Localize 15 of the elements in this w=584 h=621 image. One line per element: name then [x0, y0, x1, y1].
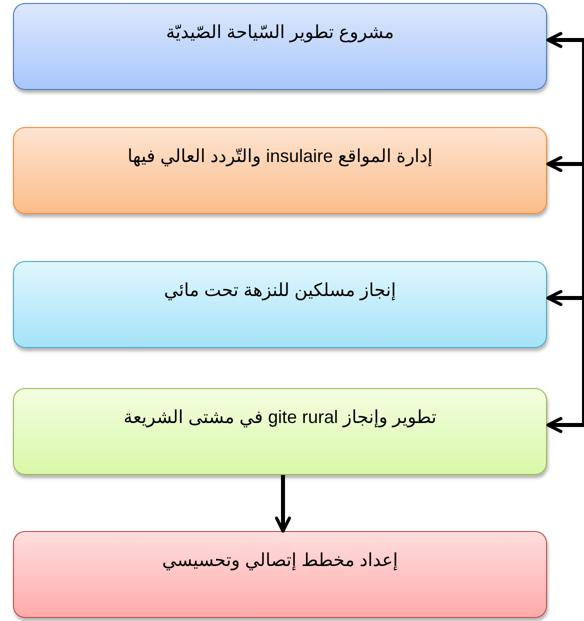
- box-label: إنجاز مسلكين للنزهة تحت مائي: [164, 280, 396, 301]
- box-label: تطوير وإنجاز gite rural في مشتى الشريعة: [123, 407, 437, 428]
- arrow: [546, 156, 583, 172]
- arrow: [546, 32, 583, 48]
- box-label: إدارة المواقع insulaire والتّردد العالي فيها: [127, 146, 433, 167]
- arrow: [546, 417, 583, 433]
- arrow: [546, 290, 583, 306]
- box-label: مشروع تطوير السّياحة الصّيديّة: [166, 22, 394, 43]
- box-label: إعداد مخطط إتصالي وتحسيسي: [162, 550, 398, 571]
- process-box: [13, 127, 547, 214]
- arrow: [275, 475, 291, 533]
- process-box: [13, 531, 547, 618]
- process-box: [13, 261, 547, 348]
- process-box: [13, 3, 547, 90]
- process-box: [13, 388, 547, 475]
